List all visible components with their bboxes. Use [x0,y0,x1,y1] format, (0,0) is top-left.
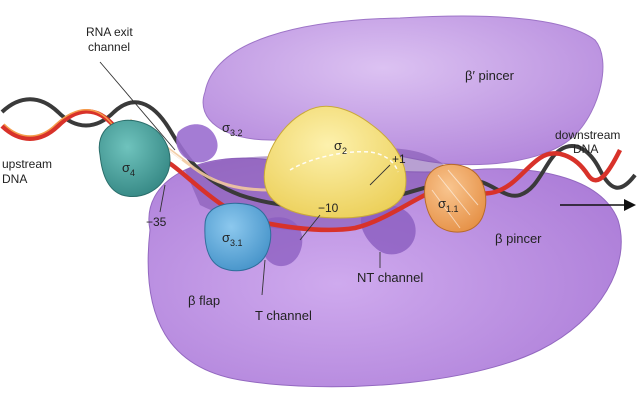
label-minus-ten: −10 [318,201,339,215]
leader-lines [99,61,391,296]
template-strand-highlight [3,109,113,137]
beta-prime-knob [176,124,218,163]
leader-minus10 [299,214,321,241]
leader-plus1 [369,164,391,186]
label-upstream-dna-line1: upstream [2,157,52,171]
nt-channel-lobe [360,205,416,255]
template-strand [0,109,623,233]
leader-rna-exit [99,61,176,151]
sigma-1-1-domain [424,163,487,233]
label-beta-prime-pincer: β′ pincer [465,68,515,83]
transcription-direction-arrow [560,199,636,211]
label-sigma-3-1: σ3.1 [222,230,243,248]
beta-prime-subunit [202,15,604,166]
label-sigma-1-1: σ1.1 [438,196,459,214]
leader-t-channel [261,259,266,296]
label-plus-one: +1 [392,152,406,166]
label-downstream-dna-line1: downstream [555,128,620,142]
label-beta-pincer: β pincer [495,231,542,246]
sigma-4-domain [98,119,171,197]
label-downstream-dna-line2: DNA [573,142,598,156]
sigma-2-dashed-outline [289,150,399,173]
label-sigma-2: σ2 [334,138,347,156]
label-upstream-dna-line2: DNA [2,172,27,186]
label-sigma-3-2: σ3.2 [222,120,243,138]
label-rna-exit-line2: channel [88,40,130,54]
sigma-3-1-domain [204,202,272,272]
label-rna-exit-line1: RNA exit [86,25,133,39]
label-sigma-4: σ4 [122,160,135,178]
label-t-channel: T channel [255,308,312,323]
leader-minus35 [159,184,166,213]
label-beta-flap: β flap [188,293,220,308]
sigma-2-domain [263,105,407,219]
label-minus-35: −35 [146,215,167,229]
label-nt-channel: NT channel [357,270,423,285]
sigma-1-1-stripes [431,169,479,229]
